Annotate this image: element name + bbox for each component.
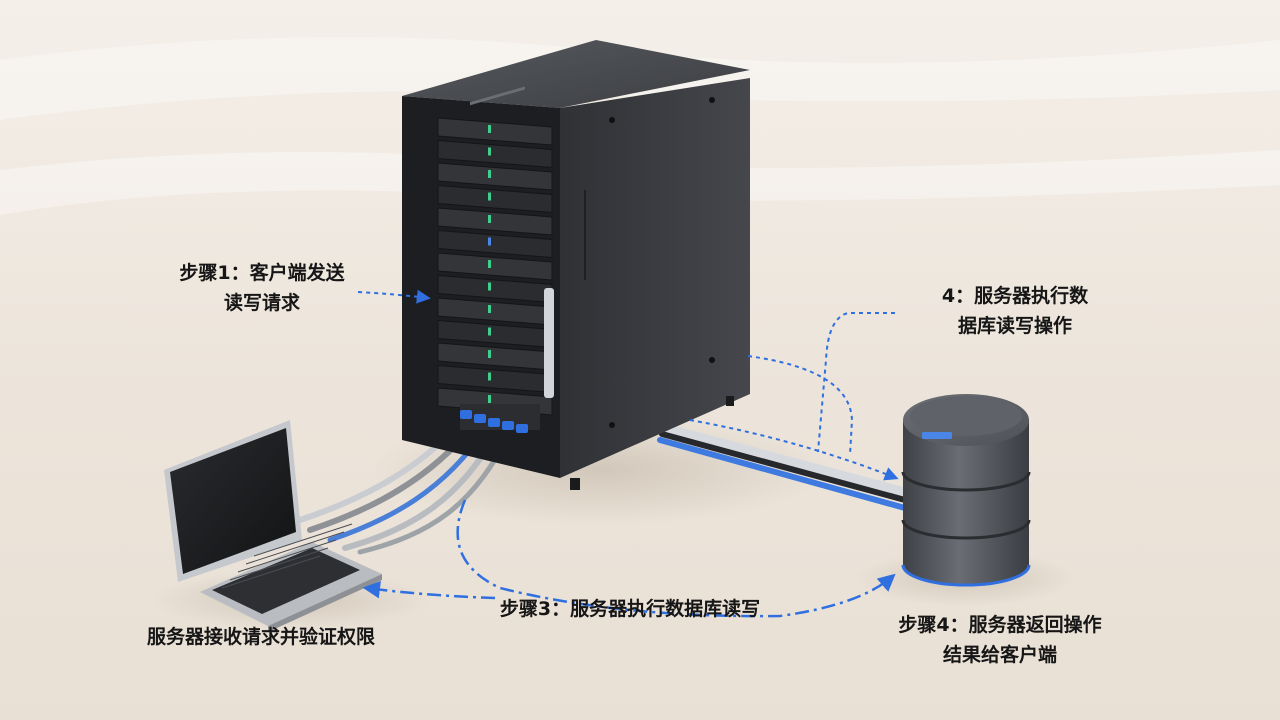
status-led bbox=[488, 305, 491, 313]
server-unit bbox=[437, 139, 553, 169]
status-led bbox=[488, 350, 491, 358]
status-led bbox=[488, 125, 491, 133]
status-led bbox=[488, 327, 491, 336]
step3-label: 步骤3：服务器执行数据库读写 bbox=[460, 594, 800, 624]
server-unit bbox=[437, 162, 553, 191]
status-led bbox=[488, 170, 491, 178]
database-cylinder bbox=[901, 394, 1031, 587]
status-led bbox=[488, 147, 491, 156]
step3-label-line1: 步骤3：服务器执行数据库读写 bbox=[499, 598, 761, 620]
laptop bbox=[164, 420, 382, 632]
server-unit bbox=[437, 184, 553, 214]
step4-label-line2: 结果给客户端 bbox=[942, 644, 1057, 666]
keyboard-row bbox=[245, 531, 345, 565]
server-unit bbox=[437, 229, 553, 259]
server-exec-label: 4：服务器执行数 据库读写操作 bbox=[910, 281, 1120, 341]
server-unit bbox=[437, 207, 553, 236]
step2-label: 服务器接收请求并验证权限 bbox=[118, 622, 404, 652]
step1-label: 步骤1：客户端发送 读写请求 bbox=[152, 258, 372, 318]
status-led bbox=[488, 260, 491, 268]
server-unit bbox=[437, 252, 553, 281]
keyboard-row bbox=[221, 555, 321, 589]
status-led bbox=[488, 372, 491, 381]
keyboard-row bbox=[229, 547, 329, 581]
status-led bbox=[488, 215, 491, 223]
status-led bbox=[488, 237, 491, 246]
server-unit bbox=[437, 117, 553, 146]
keyboard-row bbox=[253, 523, 353, 557]
server-exec-label-line2: 据库读写操作 bbox=[957, 315, 1072, 337]
step4-label: 步骤4：服务器返回操作 结果给客户端 bbox=[866, 610, 1134, 670]
status-led bbox=[488, 282, 491, 291]
server-exec-label-line1: 4：服务器执行数 bbox=[941, 285, 1089, 307]
status-led bbox=[488, 192, 491, 201]
step1-label-line2: 读写请求 bbox=[223, 292, 300, 314]
status-led bbox=[488, 395, 491, 403]
step1-label-line1: 步骤1：客户端发送 bbox=[179, 262, 345, 284]
step4-label-line1: 步骤4：服务器返回操作 bbox=[898, 614, 1102, 636]
keyboard-row bbox=[237, 539, 337, 573]
step2-label-line1: 服务器接收请求并验证权限 bbox=[146, 626, 375, 648]
